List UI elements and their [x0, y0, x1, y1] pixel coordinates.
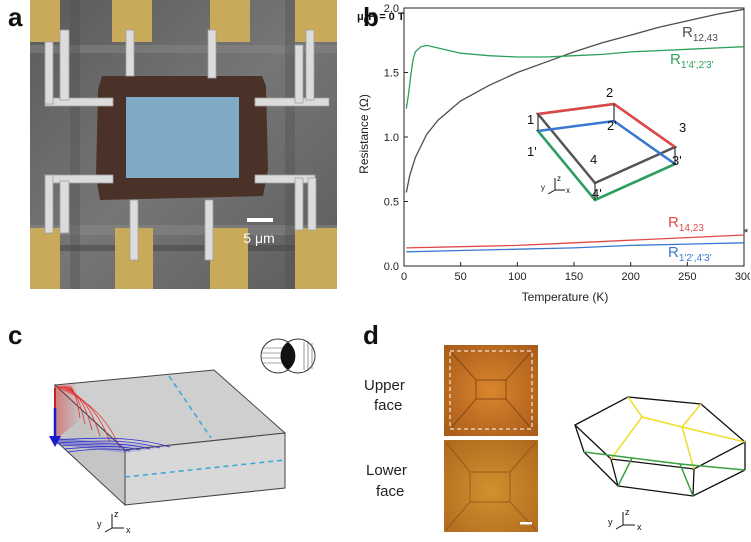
panel-letter-c: c	[8, 320, 23, 350]
x-tick-label: 300	[735, 271, 750, 283]
sem-micrograph: 5 μm	[30, 0, 337, 289]
wireframe-axis-x: x	[637, 522, 642, 532]
lower-face-label-line2: face	[376, 483, 404, 500]
electrical-leads	[44, 29, 330, 261]
series-label-r12-43: R12,43	[682, 24, 718, 44]
chart-ticks: 0 50 100 150 200 250 300 0.0 0.5 1.0 1.5 2.0	[384, 3, 751, 283]
contact-label-3-prime: 3'	[672, 153, 682, 168]
inset-axis-y: y	[541, 183, 545, 192]
contact-label-3: 3	[679, 120, 686, 135]
block-front-face	[124, 432, 286, 506]
chart-series	[405, 8, 745, 253]
field-label: μ0H = 0 T	[357, 11, 405, 25]
x-tick-label: 200	[621, 271, 639, 283]
contact-label-4-prime: 4'	[592, 186, 602, 201]
current-flow-panel: z x y	[30, 320, 330, 537]
scale-bar-label: 5 μm	[243, 230, 274, 246]
x-tick-label: 50	[455, 271, 467, 283]
optical-faces-panel: Upper face Lower face z x y	[360, 320, 751, 537]
block-axes	[104, 514, 124, 533]
star-marker: *	[744, 227, 749, 239]
wireframe-axes	[615, 512, 635, 530]
y-tick-label: 2.0	[384, 3, 399, 15]
lower-face-label-line1: Lower	[366, 462, 407, 479]
y-tick-label: 1.0	[384, 132, 399, 144]
dashed-line-top	[168, 375, 212, 439]
series-label-r1p2p-4p3p: R1'2',4'3'	[668, 244, 712, 264]
wireframe-axis-z: z	[625, 507, 630, 517]
series-label-r14-23: R14,23	[668, 214, 704, 234]
optical-faces-diagram: Upper face Lower face z x y	[364, 345, 747, 532]
x-tick-label: 0	[401, 271, 407, 283]
contact-label-2: 2	[606, 85, 613, 100]
inset-axes	[547, 178, 565, 195]
contact-inset: 1 2 3 4 1' 2' 3' 4' z x y	[527, 85, 686, 202]
optical-scale-bar	[520, 522, 532, 525]
x-tick-label: 100	[508, 271, 526, 283]
block-axis-x: x	[126, 525, 131, 535]
series-line-3	[406, 242, 745, 253]
wireframe-axis-y: y	[608, 517, 613, 527]
x-tick-label: 250	[678, 271, 696, 283]
crystal-wireframe	[573, 396, 747, 497]
lower-face-image	[444, 440, 538, 532]
panel-letter-a: a	[8, 2, 23, 32]
inset-axis-z: z	[557, 174, 561, 183]
contact-label-1: 1	[527, 112, 534, 127]
resistance-chart-panel: 0 50 100 150 200 250 300 0.0 0.5 1.0 1.5 2.0 μ0H = …	[350, 0, 751, 305]
series-label-r1p4p-2p3p: R1'4',2'3'	[670, 51, 714, 71]
series-line-0	[405, 8, 745, 193]
panel-letter-b: b	[363, 2, 379, 32]
contact-label-2-prime: 2'	[607, 118, 617, 133]
contact-label-4: 4	[590, 152, 597, 167]
y-tick-label: 1.5	[384, 68, 399, 80]
overlap-circles-icon	[260, 338, 316, 374]
sample-area	[126, 97, 239, 178]
series-line-1	[405, 44, 745, 109]
upper-face-label-line1: Upper	[364, 377, 405, 394]
upper-face-label-line2: face	[374, 397, 402, 414]
blue-arrow-head	[49, 436, 61, 447]
x-tick-label: 150	[565, 271, 583, 283]
upper-face-image	[444, 345, 538, 436]
scale-bar	[247, 218, 273, 222]
resistance-chart: 0 50 100 150 200 250 300 0.0 0.5 1.0 1.5 2.0 μ0H = …	[357, 3, 751, 304]
panel-letter-d: d	[363, 320, 379, 350]
sem-micrograph-panel: 5 μm	[30, 0, 337, 289]
block-axis-y: y	[97, 519, 102, 529]
y-axis-label: Resistance (Ω)	[357, 94, 371, 174]
y-tick-label: 0.0	[384, 261, 399, 273]
block-axis-z: z	[114, 509, 119, 519]
contact-label-1-prime: 1'	[527, 144, 537, 159]
current-flow-diagram: z x y	[49, 338, 316, 535]
y-tick-label: 0.5	[384, 197, 399, 209]
inset-axis-x: x	[566, 186, 570, 195]
x-axis-label: Temperature (K)	[522, 290, 609, 304]
series-line-2	[406, 234, 745, 249]
gold-contact-pads	[30, 0, 337, 289]
